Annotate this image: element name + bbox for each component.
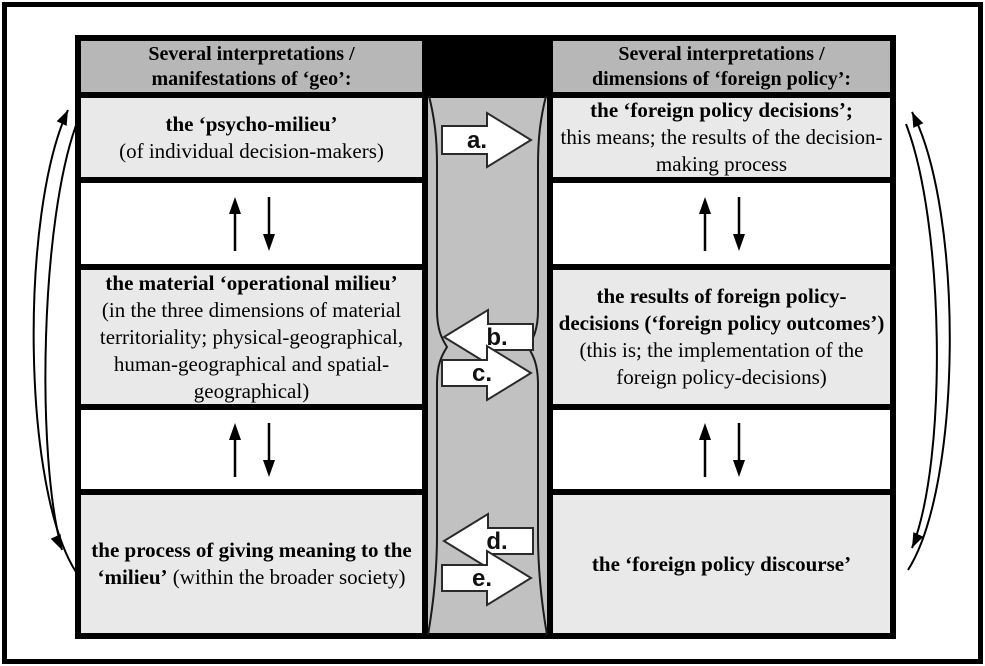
updown-arrows-icon — [698, 196, 745, 251]
right-feedback-arc-icon — [905, 111, 951, 571]
psycho-milieu-text: the ‘psycho-milieu’(of individual decisi… — [119, 111, 384, 163]
fp-decisions-text: the ‘foreign policy decisions’;this mean… — [560, 98, 883, 176]
fp-header-line2: dimensions of ‘foreign policy’: — [591, 67, 852, 90]
flow-arrow-e: e. — [441, 549, 533, 607]
flow-arrow-d-label: d. — [486, 528, 507, 555]
meaning-process-text: the process of giving meaning to the ‘mi… — [91, 538, 412, 589]
left-feedback-arc-icon — [32, 109, 79, 573]
flow-arrow-c: c. — [441, 344, 533, 402]
operational-milieu-text: the material ‘operational milieu’(in the… — [99, 270, 404, 403]
geo-header-line2: manifestations of ‘geo’: — [151, 67, 352, 90]
flow-arrow-c-label: c. — [472, 360, 492, 387]
pipe-arrows-layer: a. b. c. d. e. — [427, 95, 548, 636]
right-spacer-bottom — [550, 407, 893, 492]
flow-arrow-e-label: e. — [472, 565, 492, 592]
pipe-header-block — [425, 38, 550, 95]
flow-arrow-d: d. — [442, 512, 534, 570]
flow-arrow-a: a. — [441, 111, 533, 169]
geo-column-header: Several interpretations / manifestations… — [78, 38, 425, 95]
updown-arrows-icon — [228, 422, 275, 477]
fp-discourse-box: the ‘foreign policy discourse’ — [550, 492, 893, 636]
operational-milieu-box: the material ‘operational milieu’(in the… — [78, 267, 425, 407]
left-spacer-top — [78, 180, 425, 267]
meaning-process-box: the process of giving meaning to the ‘mi… — [78, 492, 425, 636]
table-outline — [75, 35, 896, 639]
psycho-milieu-box: the ‘psycho-milieu’(of individual decisi… — [78, 95, 425, 180]
pipe-left-curve — [427, 95, 449, 636]
updown-arrows-icon — [228, 196, 275, 251]
foreign-policy-column-header: Several interpretations / dimensions of … — [550, 38, 893, 95]
fp-discourse-text: the ‘foreign policy discourse’ — [591, 551, 852, 576]
right-spacer-top — [550, 180, 893, 267]
flow-arrow-b-label: b. — [486, 324, 507, 351]
fp-outcomes-text: the results of foreign policy-decisions … — [558, 284, 885, 389]
fp-outcomes-box: the results of foreign policy-decisions … — [550, 267, 893, 407]
fp-header-line1: Several interpretations / — [618, 42, 825, 65]
updown-arrows-icon — [698, 422, 745, 477]
fp-decisions-box: the ‘foreign policy decisions’;this mean… — [550, 95, 893, 180]
geo-header-line1: Several interpretations / — [148, 42, 355, 65]
left-spacer-bottom — [78, 407, 425, 492]
flow-arrow-b: b. — [442, 308, 534, 366]
flow-arrow-a-label: a. — [467, 127, 487, 154]
